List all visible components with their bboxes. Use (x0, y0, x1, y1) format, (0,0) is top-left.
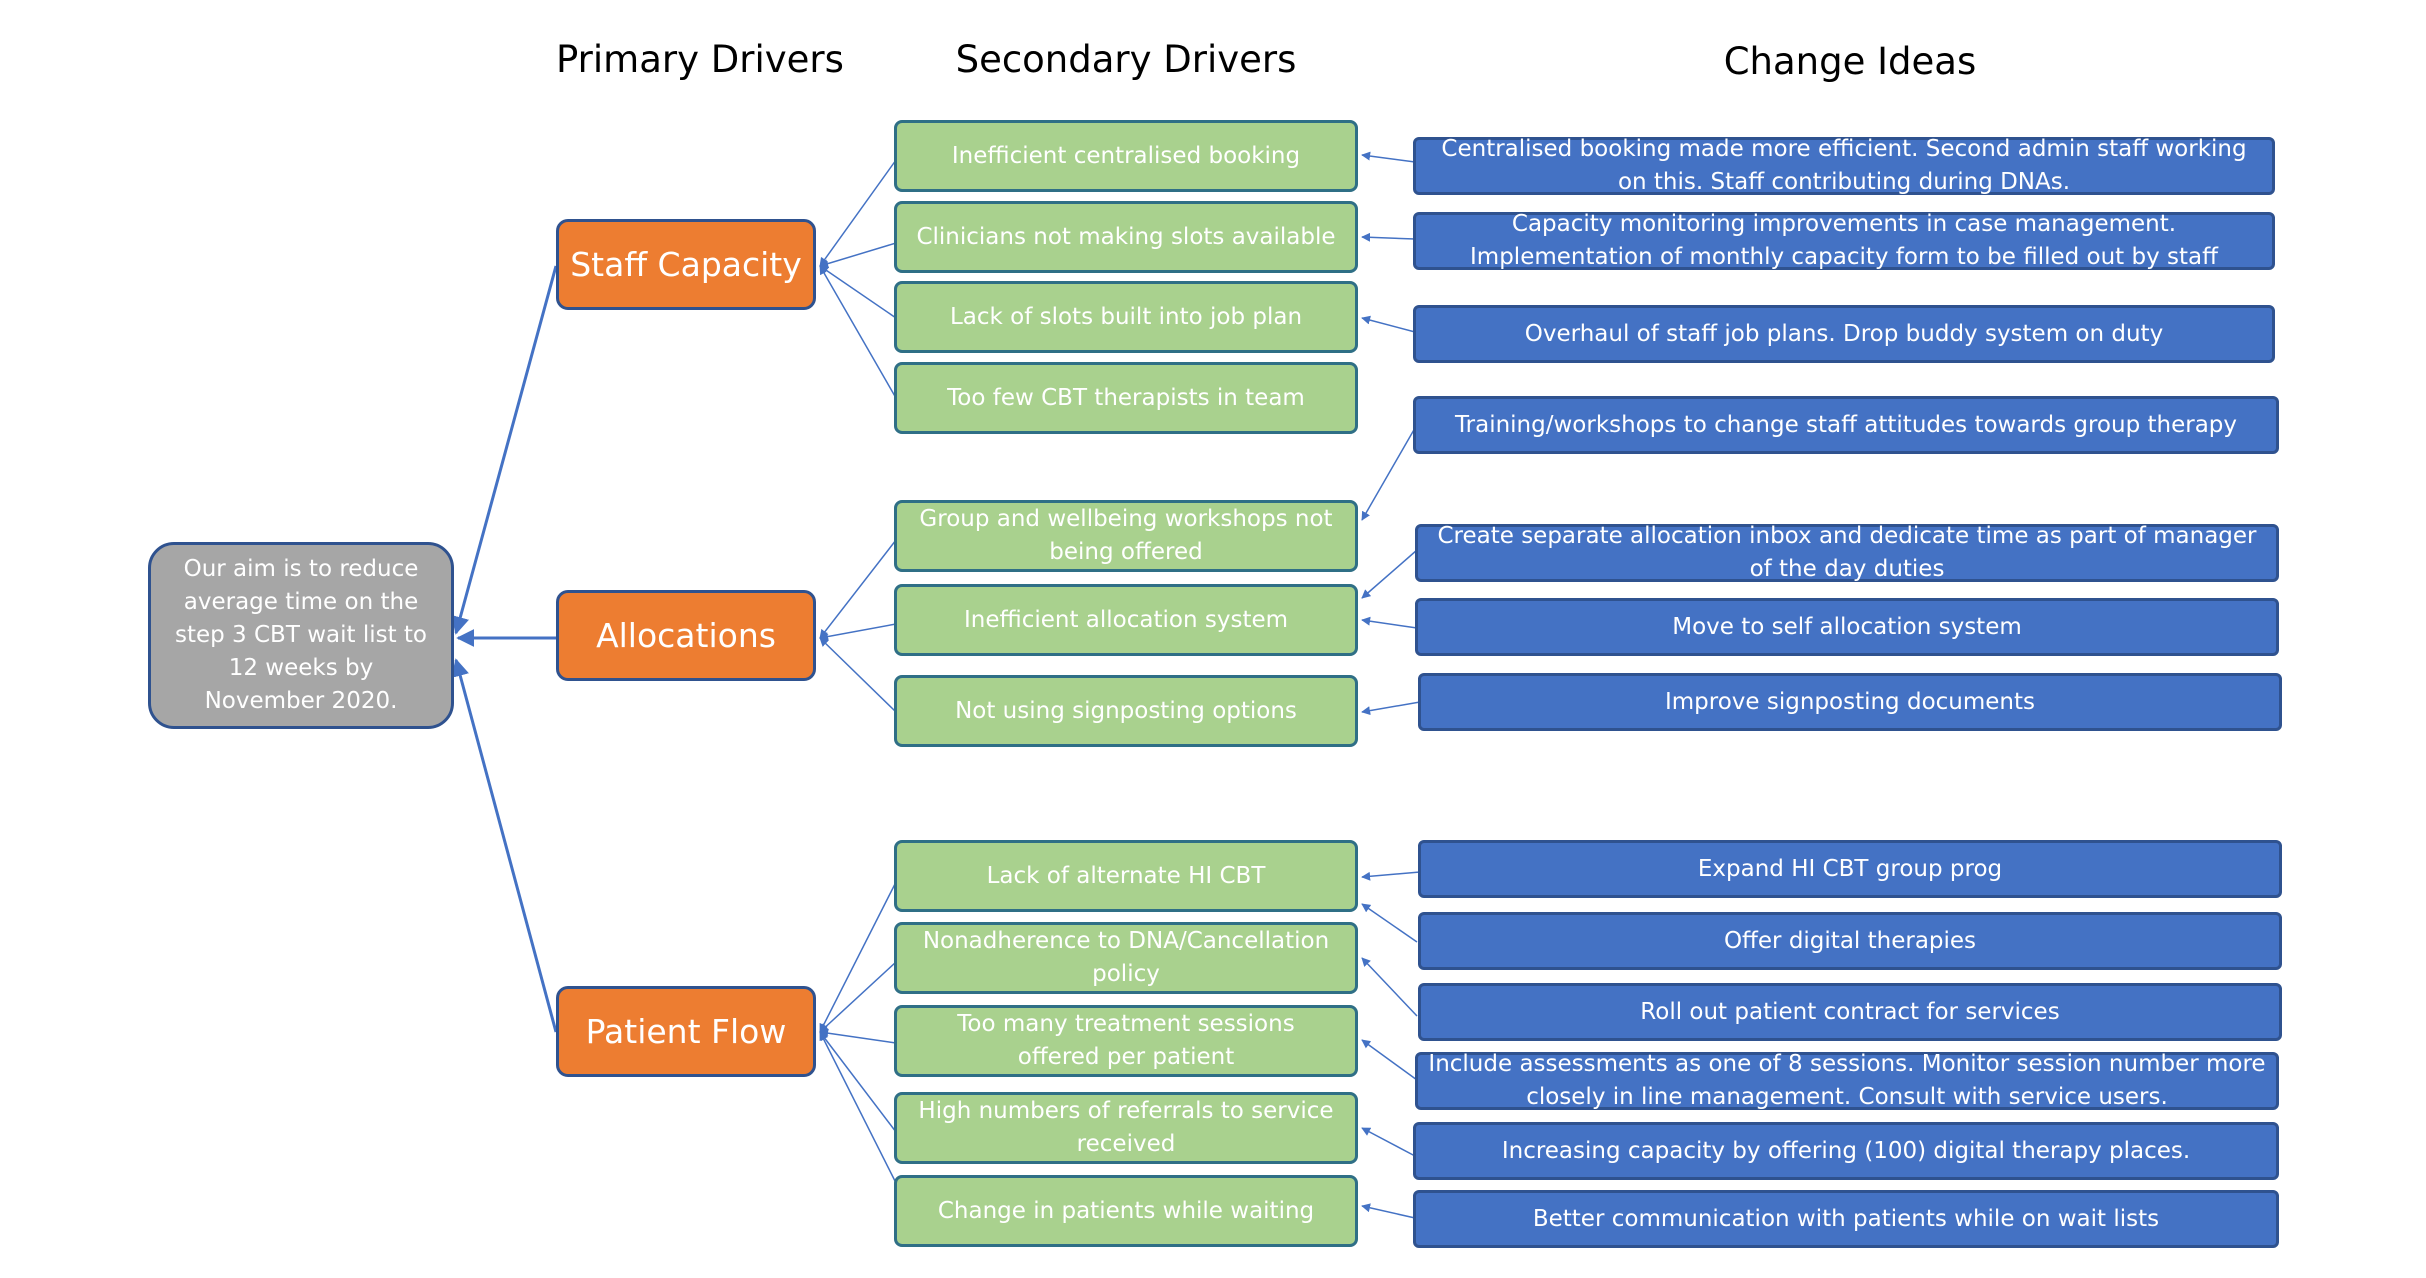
secondary-driver: Too few CBT therapists in team (894, 362, 1358, 434)
secondary-driver: Change in patients while waiting (894, 1175, 1358, 1247)
change-idea: Training/workshops to change staff attit… (1413, 396, 2279, 454)
line-idea4 (1361, 427, 1416, 521)
change-idea: Better communication with patients while… (1413, 1190, 2279, 1248)
change-idea: Increasing capacity by offering (100) di… (1413, 1122, 2279, 1180)
primary-driver-patient-flow: Patient Flow (556, 986, 816, 1077)
line-sec2-staff (819, 242, 897, 268)
line-sec9-flow (819, 961, 897, 1033)
line-idea9 (1361, 903, 1418, 943)
arrow-patient-flow-to-aim (451, 658, 558, 1033)
secondary-driver: High numbers of referrals to service rec… (894, 1092, 1358, 1164)
line-idea5 (1361, 549, 1418, 599)
line-sec8-flow (819, 881, 897, 1033)
change-idea: Overhaul of staff job plans. Drop buddy … (1413, 305, 2275, 363)
line-sec3-staff (819, 265, 897, 319)
arrow-staff-capacity-to-aim (451, 265, 558, 635)
line-sec12-flow (819, 1031, 897, 1184)
header-secondary-drivers: Secondary Drivers (955, 38, 1297, 81)
line-sec1-staff (819, 159, 897, 267)
change-idea: Create separate allocation inbox and ded… (1415, 523, 2279, 582)
secondary-driver: Nonadherence to DNA/Cancellation policy (894, 922, 1358, 994)
line-idea10 (1361, 957, 1418, 1017)
aim-box: Our aim is to reduce average time on the… (148, 542, 454, 729)
change-idea: Move to self allocation system (1415, 598, 2279, 656)
line-sec6-alloc (819, 623, 897, 641)
line-idea13 (1361, 1203, 1416, 1219)
line-idea1 (1361, 151, 1416, 163)
change-idea: Expand HI CBT group prog (1418, 840, 2282, 898)
line-idea7 (1361, 701, 1421, 716)
line-idea11 (1361, 1039, 1418, 1081)
change-idea: Improve signposting documents (1418, 673, 2282, 731)
line-idea12 (1361, 1127, 1416, 1157)
primary-driver-allocations: Allocations (556, 590, 816, 681)
secondary-driver: Inefficient centralised booking (894, 120, 1358, 192)
secondary-driver: Inefficient allocation system (894, 584, 1358, 656)
change-idea: Include assessments as one of 8 sessions… (1415, 1051, 2279, 1110)
change-idea: Roll out patient contract for services (1418, 983, 2282, 1041)
line-sec7-alloc (819, 637, 897, 713)
change-idea: Offer digital therapies (1418, 912, 2282, 970)
secondary-driver: Clinicians not making slots available (894, 201, 1358, 273)
line-idea3 (1361, 315, 1416, 333)
line-sec11-flow (819, 1031, 897, 1133)
line-idea8 (1361, 871, 1421, 881)
header-primary-drivers: Primary Drivers (556, 38, 844, 81)
secondary-driver: Lack of alternate HI CBT (894, 840, 1358, 912)
header-change-ideas: Change Ideas (1723, 40, 1977, 83)
line-idea2 (1361, 232, 1416, 242)
line-sec10-flow (819, 1028, 897, 1044)
secondary-driver: Too many treatment sessions offered per … (894, 1005, 1358, 1077)
line-sec5-alloc (819, 539, 897, 639)
secondary-driver: Lack of slots built into job plan (894, 281, 1358, 353)
primary-driver-staff-capacity: Staff Capacity (556, 219, 816, 310)
change-idea: Centralised booking made more efficient.… (1413, 136, 2275, 195)
secondary-driver: Not using signposting options (894, 675, 1358, 747)
secondary-driver: Group and wellbeing workshops not being … (894, 500, 1358, 572)
line-idea6 (1361, 616, 1418, 629)
change-idea: Capacity monitoring improvements in case… (1413, 211, 2275, 270)
line-sec4-staff (819, 265, 897, 399)
